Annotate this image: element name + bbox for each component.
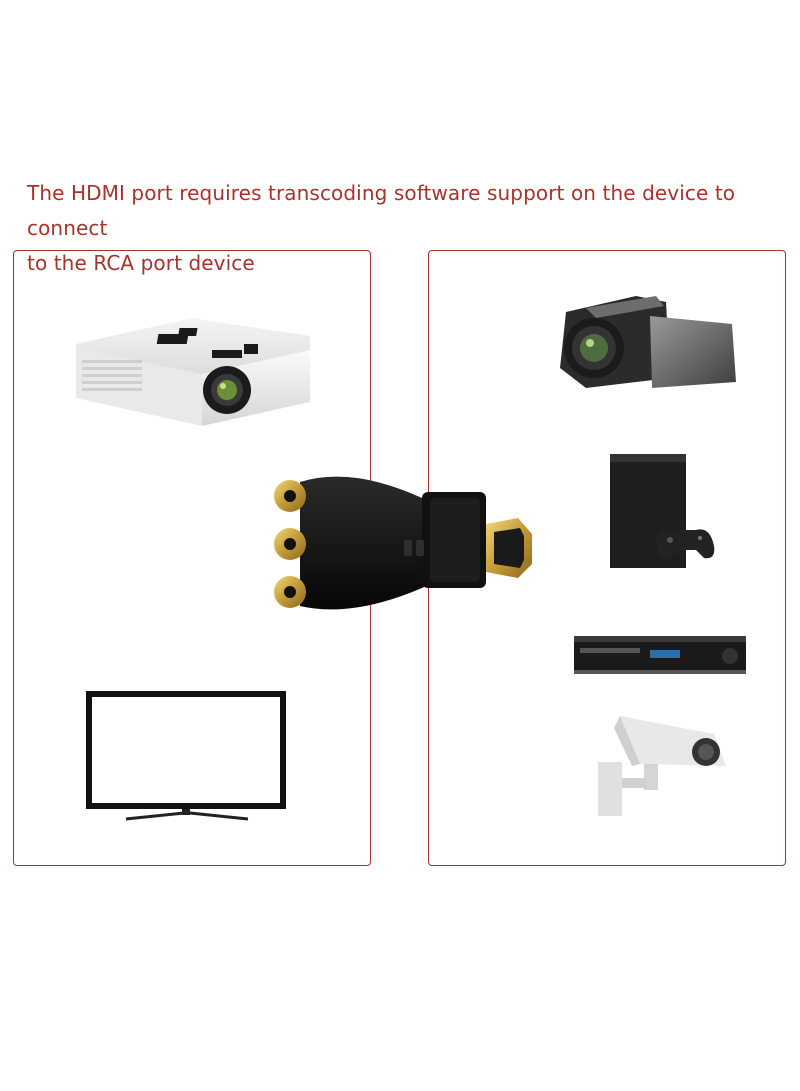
dvd-player-icon [570, 630, 750, 678]
hdmi-to-rca-adapter-icon [272, 468, 538, 616]
game-console-icon [604, 452, 716, 572]
security-camera-icon [584, 708, 734, 824]
camcorder-icon [546, 288, 742, 392]
projector-icon [72, 314, 314, 430]
caption-line-2: to the RCA port device [27, 251, 255, 275]
caption-line-1: The HDMI port requires transcoding softw… [27, 181, 736, 240]
caption: The HDMI port requires transcoding softw… [27, 176, 787, 281]
television-icon [84, 689, 290, 823]
